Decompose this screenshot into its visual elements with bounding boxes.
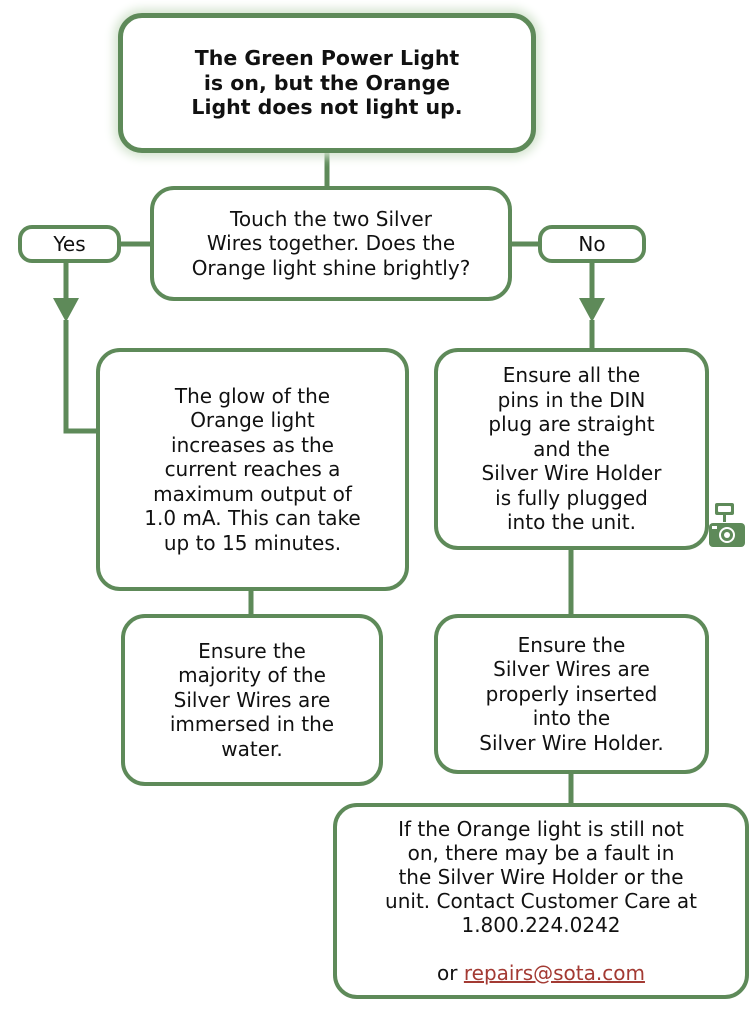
yes-label: Yes (53, 231, 86, 256)
title-text: The Green Power Light is on, but the Ora… (191, 46, 463, 120)
question-box: Touch the two Silver Wires together. Doe… (150, 186, 512, 301)
contact-or-prefix: or (437, 961, 464, 985)
no-label-box: No (538, 225, 646, 263)
contact-content: If the Orange light is still not on, the… (385, 793, 697, 1009)
contact-email-link[interactable]: repairs@sota.com (463, 961, 645, 985)
ensure-inserted-box: Ensure the Silver Wires are properly ins… (434, 614, 709, 774)
title-box: The Green Power Light is on, but the Ora… (118, 13, 536, 153)
ensure-pins-text: Ensure all the pins in the DIN plug are … (481, 363, 662, 535)
ensure-immersed-text: Ensure the majority of the Silver Wires … (169, 638, 335, 761)
no-label: No (578, 231, 606, 256)
arrowhead-yes (53, 298, 79, 322)
yes-label-box: Yes (18, 225, 121, 263)
glow-info-text: The glow of the Orange light increases a… (144, 383, 361, 555)
contact-text: If the Orange light is still not on, the… (385, 817, 697, 937)
contact-email-line: or repairs@sota.com (385, 961, 697, 985)
camera-icon[interactable] (708, 502, 746, 548)
ensure-pins-box: Ensure all the pins in the DIN plug are … (434, 348, 709, 550)
connector-yes-to-glow (63, 320, 96, 434)
contact-box: If the Orange light is still not on, the… (333, 803, 749, 999)
glow-info-box: The glow of the Orange light increases a… (96, 348, 409, 591)
question-text: Touch the two Silver Wires together. Doe… (191, 206, 471, 280)
ensure-immersed-box: Ensure the majority of the Silver Wires … (121, 614, 383, 786)
arrowhead-no (579, 298, 605, 322)
ensure-inserted-text: Ensure the Silver Wires are properly ins… (479, 632, 664, 755)
